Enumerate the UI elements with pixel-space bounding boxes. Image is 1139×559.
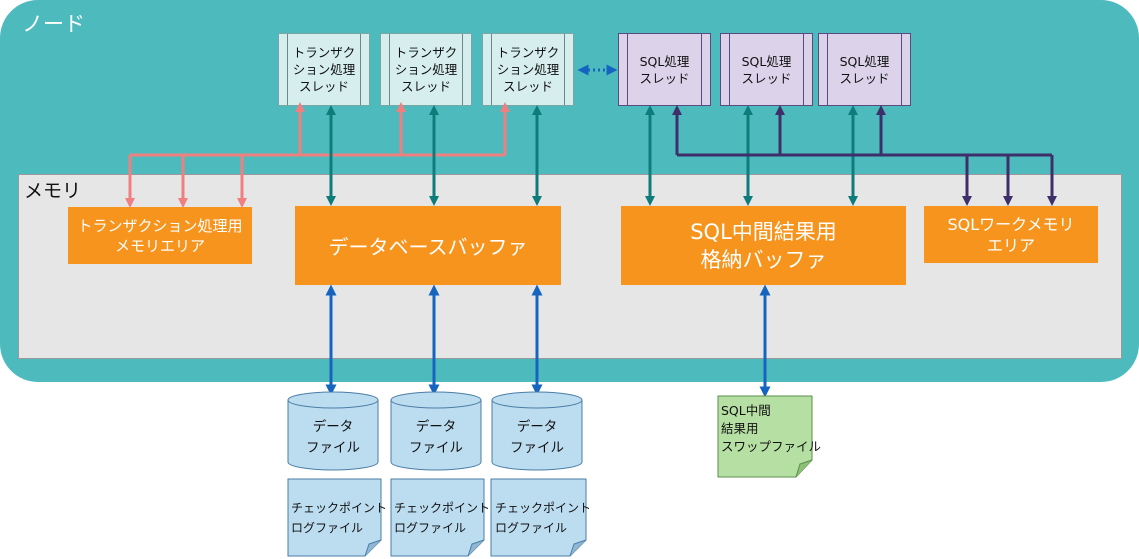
checkpoint-log-document <box>390 478 485 557</box>
checkpoint-log-document <box>490 478 587 557</box>
memory-region <box>18 174 1122 359</box>
data-file-cylinder <box>491 391 583 471</box>
purple-connector-group <box>672 105 1057 206</box>
sql-thread-label: SQL処理 スレッド <box>741 53 792 86</box>
transaction-thread-label: トランザク ション処理 スレッド <box>394 45 458 94</box>
data-file-label: データ ファイル <box>510 419 564 456</box>
database-buffer: データベースバッファ <box>295 206 561 285</box>
checkpoint-log-label: チェックポイント ログファイル <box>291 501 388 535</box>
data-file-cylinder <box>390 391 482 471</box>
blue-connector-group <box>325 284 771 398</box>
data-file-label: データ ファイル <box>306 419 360 456</box>
transaction-thread-1: トランザク ション処理 スレッド <box>278 33 370 106</box>
data-file-label: データ ファイル <box>409 419 463 456</box>
transaction-thread-3: トランザク ション処理 スレッド <box>482 33 574 106</box>
node-label: ノード <box>22 12 85 36</box>
sql-thread-label: SQL処理 スレッド <box>639 53 690 86</box>
memory-label: メモリ <box>24 180 82 202</box>
sql-work-memory-area: SQLワークメモリ エリア <box>924 206 1098 263</box>
sql-intermediate-buffer: SQL中間結果用 格納バッファ <box>621 206 906 285</box>
sql-thread-3: SQL処理 スレッド <box>818 33 911 106</box>
transaction-thread-2: トランザク ション処理 スレッド <box>380 33 472 106</box>
checkpoint-log-document <box>287 478 382 557</box>
transaction-memory-area: トランザクション処理用 メモリエリア <box>68 207 252 264</box>
transaction-thread-label: トランザク ション処理 スレッド <box>292 45 356 94</box>
pink-connector-group <box>125 102 510 208</box>
sql-thread-label: SQL処理 スレッド <box>839 53 890 86</box>
checkpoint-log-label: チェックポイント ログファイル <box>394 501 491 535</box>
sql-thread-1: SQL処理 スレッド <box>618 33 711 106</box>
swap-file-label: SQL中間 結果用 スワップファイル <box>721 403 822 454</box>
transaction-thread-label: トランザク ション処理 スレッド <box>496 45 560 94</box>
sql-thread-2: SQL処理 スレッド <box>720 33 813 106</box>
checkpoint-log-label: チェックポイント ログファイル <box>495 501 592 535</box>
swap-file-document <box>717 395 813 478</box>
data-file-cylinder <box>287 391 379 471</box>
